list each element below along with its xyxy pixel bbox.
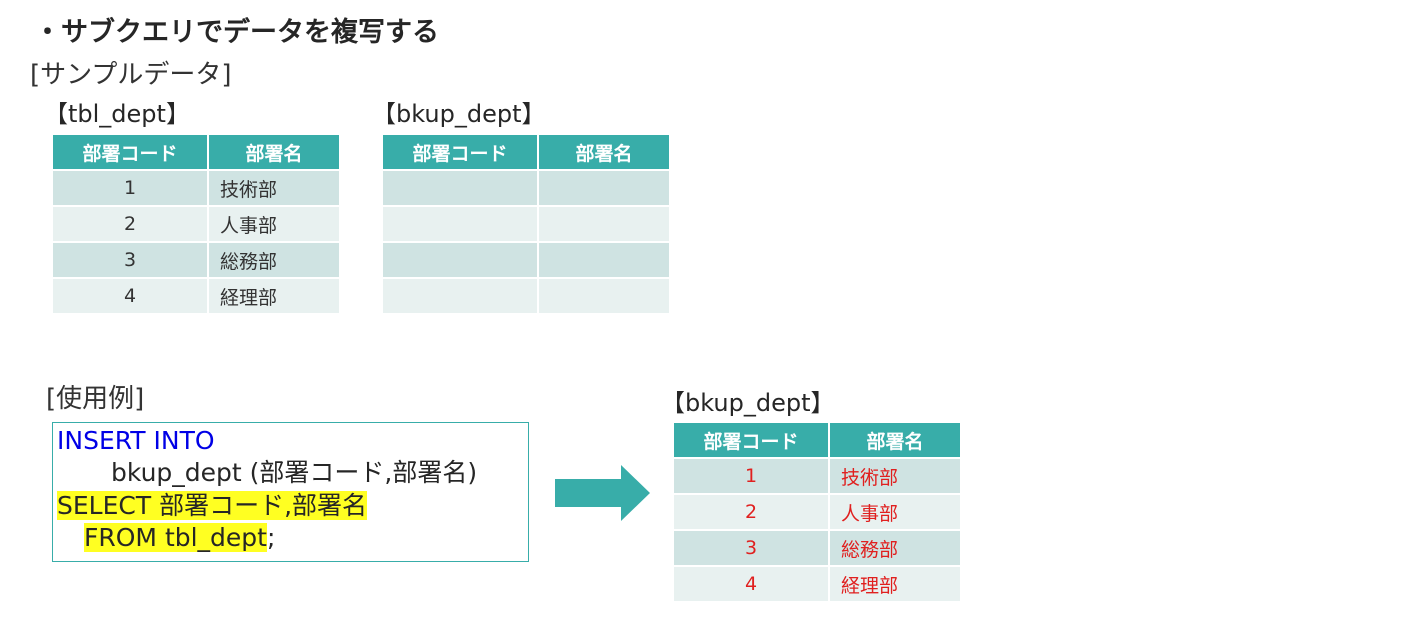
table-row: 3 総務部: [672, 529, 962, 567]
cell-empty: [381, 169, 539, 207]
usage-example-label: [使用例]: [46, 384, 145, 414]
page-title: ・サブクエリでデータを複写する: [34, 17, 439, 48]
cell-empty: [381, 277, 539, 315]
sql-code-box: INSERT INTO bkup_dept (部署コード,部署名) SELECT…: [52, 422, 529, 562]
table-row: 2 人事部: [672, 493, 962, 531]
cell-name: 総務部: [207, 241, 341, 279]
column-header-name: 部署名: [828, 423, 962, 459]
table-row: 4 経理部: [672, 565, 962, 603]
cell-name: 技術部: [207, 169, 341, 207]
cell-name: 人事部: [207, 205, 341, 243]
cell-empty: [537, 205, 671, 243]
cell-code: 2: [672, 493, 830, 531]
cell-name: 技術部: [828, 457, 962, 495]
cell-code: 1: [672, 457, 830, 495]
table-row: [381, 241, 671, 279]
table-header-row: 部署コード 部署名: [672, 423, 962, 459]
table-row: 3 総務部: [51, 241, 341, 279]
cell-empty: [537, 277, 671, 315]
cell-name: 総務部: [828, 529, 962, 567]
column-header-code: 部署コード: [672, 423, 830, 459]
code-line-target: bkup_dept (部署コード,部署名): [111, 458, 478, 487]
table-header-row: 部署コード 部署名: [381, 135, 671, 171]
cell-empty: [537, 241, 671, 279]
code-line-insert: INSERT INTO: [57, 426, 215, 455]
cell-empty: [537, 169, 671, 207]
table-row: [381, 169, 671, 207]
semicolon: ;: [266, 523, 276, 552]
table-row: 1 技術部: [51, 169, 341, 207]
result-table-label: 【bkup_dept】: [661, 389, 835, 417]
table-row: 1 技術部: [672, 457, 962, 495]
source-table: 部署コード 部署名 1 技術部 2 人事部 3 総務部 4 経理部: [51, 135, 341, 315]
cell-code: 1: [51, 169, 209, 207]
cell-name: 人事部: [828, 493, 962, 531]
sample-data-label: [サンプルデータ]: [30, 60, 232, 90]
column-header-code: 部署コード: [51, 135, 209, 171]
source-table-label: 【tbl_dept】: [44, 100, 190, 128]
code-line-from: FROM tbl_dept;: [84, 522, 275, 554]
right-arrow-icon: [555, 465, 650, 521]
cell-code: 4: [672, 565, 830, 603]
column-header-code: 部署コード: [381, 135, 539, 171]
highlighted-select: SELECT 部署コード,部署名: [57, 491, 368, 520]
table-row: [381, 205, 671, 243]
cell-name: 経理部: [207, 277, 341, 315]
cell-name: 経理部: [828, 565, 962, 603]
table-row: 4 経理部: [51, 277, 341, 315]
backup-table-label: 【bkup_dept】: [372, 100, 546, 128]
table-row: 2 人事部: [51, 205, 341, 243]
cell-code: 4: [51, 277, 209, 315]
table-header-row: 部署コード 部署名: [51, 135, 341, 171]
cell-empty: [381, 205, 539, 243]
column-header-name: 部署名: [207, 135, 341, 171]
code-line-select: SELECT 部署コード,部署名: [57, 490, 368, 522]
table-row: [381, 277, 671, 315]
cell-code: 2: [51, 205, 209, 243]
cell-code: 3: [51, 241, 209, 279]
backup-table-result: 部署コード 部署名 1 技術部 2 人事部 3 総務部 4 経理部: [672, 423, 962, 603]
highlighted-from: FROM tbl_dept: [84, 523, 267, 552]
backup-table-empty: 部署コード 部署名: [381, 135, 671, 315]
column-header-name: 部署名: [537, 135, 671, 171]
cell-code: 3: [672, 529, 830, 567]
cell-empty: [381, 241, 539, 279]
